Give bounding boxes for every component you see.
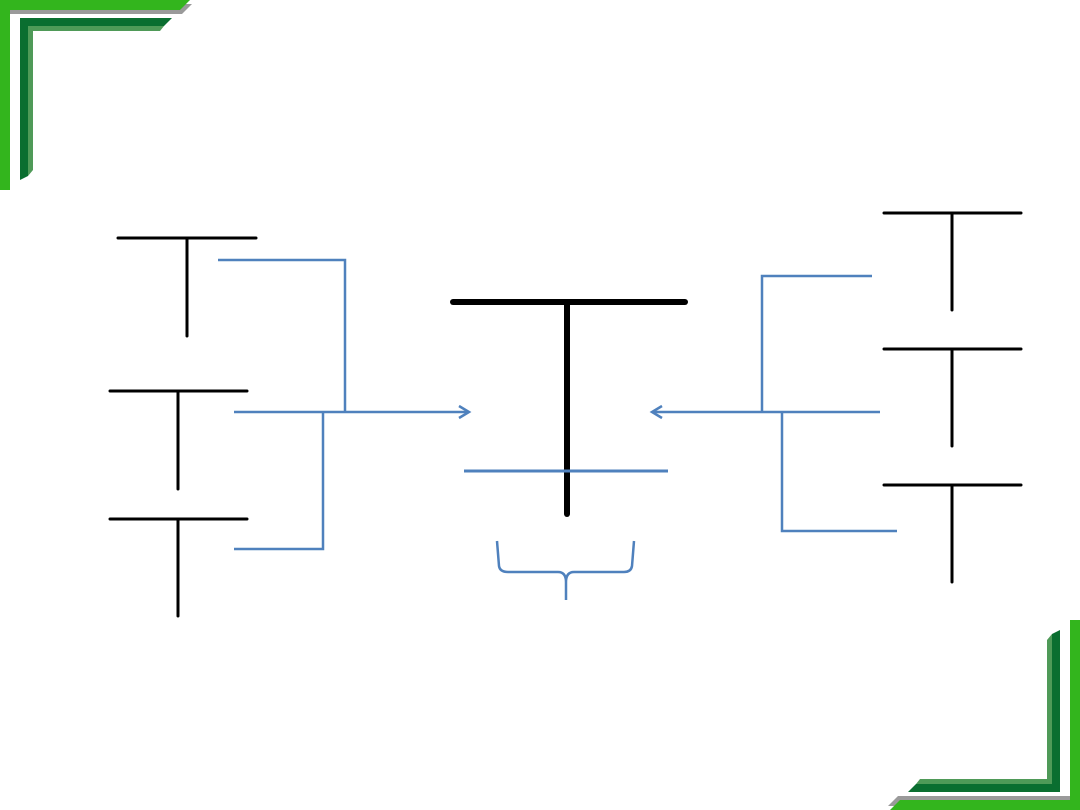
frame-shadow-inner (916, 634, 1052, 784)
connector-line (218, 258, 347, 412)
corner-frame-bottom-right (888, 620, 1080, 810)
left-t-account-2 (108, 389, 249, 491)
frame-shadow-inner (28, 26, 164, 176)
frame-dark-green (20, 18, 172, 180)
right-t-account-2 (882, 347, 1023, 448)
connector-line (760, 274, 872, 412)
right-t-account-3 (882, 483, 1023, 584)
corner-frame-top-left (0, 0, 192, 190)
arrowhead-left (649, 404, 663, 420)
center-t-account (450, 299, 688, 517)
left-t-account-1 (116, 236, 258, 338)
right-connectors (649, 274, 897, 533)
right-t-account-1 (882, 211, 1023, 312)
left-connectors (218, 258, 472, 551)
frame-dark-green (908, 630, 1060, 792)
arrowhead-right (458, 404, 472, 420)
connector-line (780, 412, 897, 533)
connector-line (234, 412, 325, 551)
curly-brace (495, 540, 636, 600)
left-t-account-3 (108, 517, 249, 618)
